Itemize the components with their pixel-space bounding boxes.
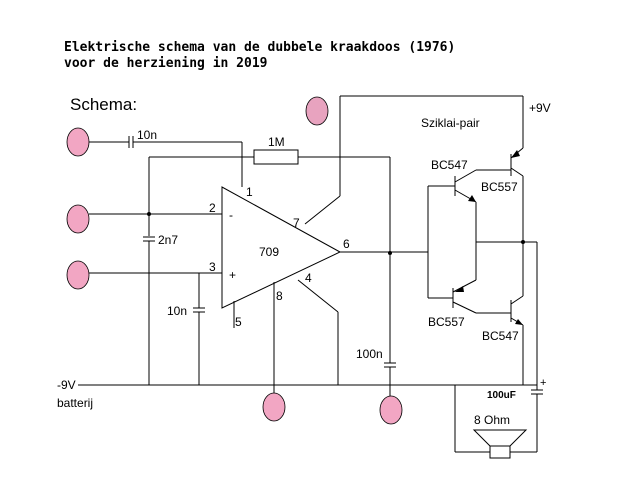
capacitor-2n7 <box>143 236 155 385</box>
transistor-q4-bc547 <box>510 242 524 385</box>
touch-pad-100n <box>379 395 403 425</box>
opamp-709 <box>221 186 342 309</box>
touch-pad-pin3 <box>66 260 90 290</box>
title-line-1: Elektrische schema van de dubbele kraakd… <box>64 40 455 55</box>
pin5-label: 5 <box>235 315 242 329</box>
speaker-8-ohm <box>454 385 537 459</box>
c-output-polarity: + <box>540 377 546 389</box>
schema-label: Schema: <box>70 95 137 114</box>
junction-pin2 <box>147 212 151 216</box>
q1-label: BC547 <box>431 158 468 172</box>
pin2-label: 2 <box>209 201 216 215</box>
transistor-q2-bc557 <box>510 147 524 242</box>
r-feedback-label: 1M <box>268 135 285 149</box>
wire-pin7 <box>304 195 341 225</box>
capacitor-input-10n <box>89 136 243 187</box>
touch-pad-pin8 <box>262 392 286 422</box>
c-100n-label: 100n <box>356 347 383 361</box>
transistor-q1-bc547 <box>428 169 511 242</box>
battery-label: batterij <box>57 396 93 410</box>
c-output-label: 100uF <box>487 390 516 401</box>
pin7-label: 7 <box>293 216 300 230</box>
pin3-label: 3 <box>209 260 216 274</box>
touch-pad-pin7 <box>305 96 329 126</box>
wire-pin4 <box>297 279 339 313</box>
pos-supply-label: +9V <box>529 101 551 115</box>
q2-label: BC557 <box>481 180 518 194</box>
inv-sign: - <box>229 208 233 222</box>
transistor-q3-bc557 <box>428 242 511 314</box>
q3-label: BC557 <box>428 315 465 329</box>
pin8-label: 8 <box>276 289 283 303</box>
c-2n7-label: 2n7 <box>158 233 178 247</box>
c-input-label: 10n <box>137 128 157 142</box>
pin1-label: 1 <box>246 185 253 199</box>
ic-label: 709 <box>259 245 279 259</box>
capacitor-100n <box>384 253 396 396</box>
speaker-label: 8 Ohm <box>474 413 510 427</box>
noninv-sign: + <box>229 268 236 282</box>
capacitor-10n-pin3 <box>193 307 205 385</box>
touch-pad-pin2 <box>66 204 90 234</box>
sziklai-label: Sziklai-pair <box>421 116 480 130</box>
pin6-label: 6 <box>343 237 350 251</box>
touch-pad-input <box>66 127 90 157</box>
resistor-feedback-1m <box>148 149 391 253</box>
title-line-2: voor de herziening in 2019 <box>64 56 268 71</box>
pin4-label: 4 <box>305 271 312 285</box>
q4-label: BC547 <box>482 329 519 343</box>
capacitor-100uf <box>531 242 543 452</box>
c-10n-pin3-label: 10n <box>167 304 187 318</box>
neg-supply-label: -9V <box>57 378 76 392</box>
